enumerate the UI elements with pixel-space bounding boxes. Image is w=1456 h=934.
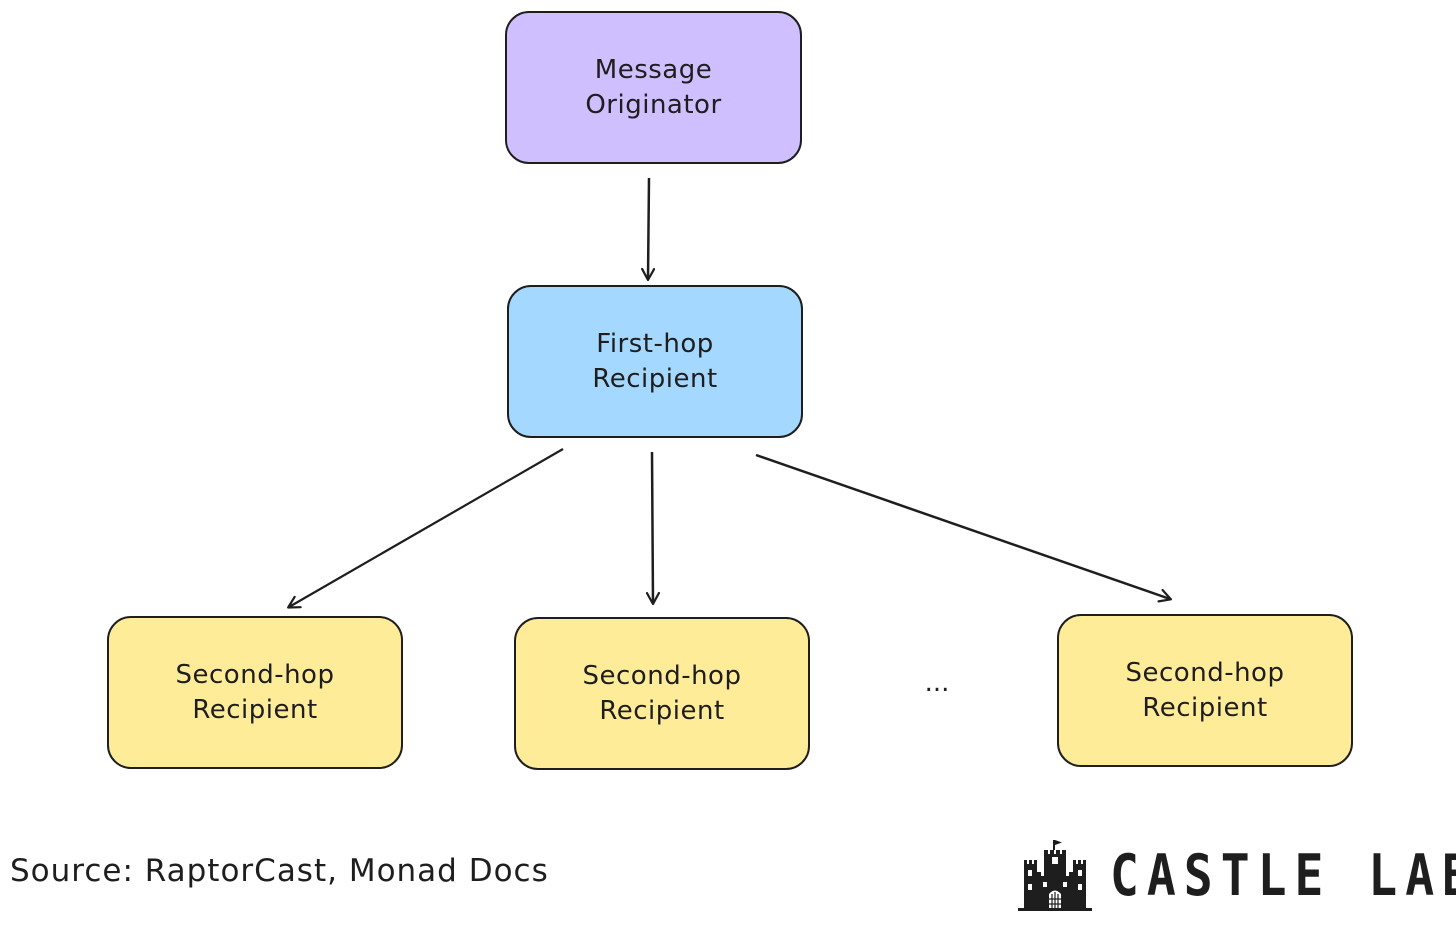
second-hop-recipient-label-2: Second-hop Recipient <box>582 660 742 726</box>
edge-originator-to-first-hop <box>648 177 649 279</box>
message-originator-node: Message Originator <box>505 11 802 164</box>
castle-icon <box>1018 840 1092 911</box>
first-hop-recipient-node: First-hop Recipient <box>507 285 803 438</box>
second-hop-recipient-label-3: Second-hop Recipient <box>1125 657 1285 723</box>
edge-first-hop-to-second-hop-2 <box>652 451 653 603</box>
edge-first-hop-to-second-hop-3 <box>755 453 1170 599</box>
brand-name: CASTLE LABS <box>1110 842 1456 910</box>
message-originator-label: Message Originator <box>585 54 722 120</box>
source-caption: Source: RaptorCast, Monad Docs <box>10 853 549 889</box>
second-hop-recipient-node-1: Second-hop Recipient <box>107 616 403 769</box>
first-hop-recipient-label: First-hop Recipient <box>592 328 718 394</box>
second-hop-recipient-label-1: Second-hop Recipient <box>175 659 335 725</box>
edge-first-hop-to-second-hop-1 <box>289 448 564 607</box>
castle-labs-brand: CASTLE LABS <box>1016 838 1456 914</box>
second-hop-recipient-node-2: Second-hop Recipient <box>514 617 810 770</box>
more-recipients-ellipsis: ... <box>924 668 950 698</box>
second-hop-recipient-node-3: Second-hop Recipient <box>1057 614 1353 767</box>
